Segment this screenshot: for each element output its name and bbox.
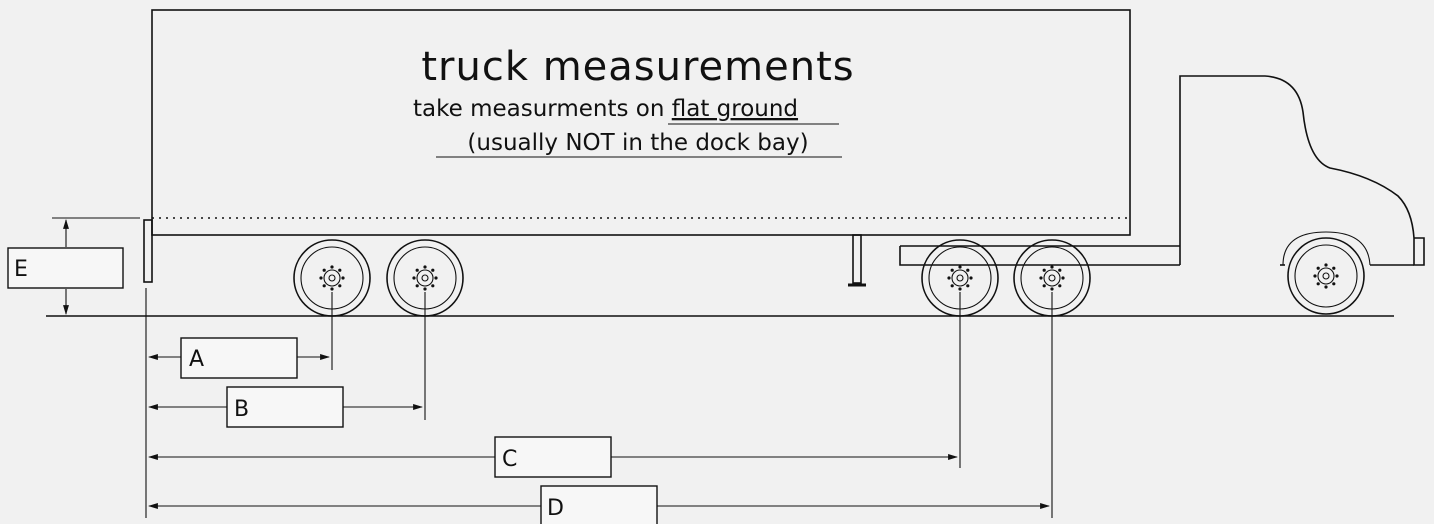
svg-text:take measurments on flat groun: take measurments on flat ground — [413, 96, 798, 122]
dimension-a-box[interactable] — [180, 337, 298, 379]
steer-wheel — [1287, 237, 1365, 315]
dimension-a: A — [148, 337, 330, 379]
dimension-d-label: D — [547, 496, 564, 521]
dimension-c-label: C — [502, 447, 517, 472]
dimension-d: D — [148, 485, 1050, 524]
tractor-cab — [899, 75, 1425, 266]
dimension-e-box[interactable] — [7, 247, 124, 289]
subtitle-prefix: take measurments on — [413, 96, 672, 122]
subtitle-line2: (usually NOT in the dock bay) — [467, 130, 808, 156]
dimension-e-label: E — [14, 257, 28, 282]
diagram-heading: truck measurements take measurments on f… — [413, 44, 854, 158]
dimension-c-box[interactable] — [494, 436, 612, 478]
dimension-a-label: A — [189, 347, 204, 372]
dimension-b: B — [148, 386, 423, 428]
dimension-e: E — [7, 219, 124, 315]
dimension-c: C — [148, 436, 958, 478]
landing-gear — [848, 234, 866, 287]
witness-lines — [52, 217, 1053, 518]
dimension-b-label: B — [234, 397, 249, 422]
dimension-b-box[interactable] — [226, 386, 344, 428]
dimension-d-box[interactable] — [540, 485, 658, 524]
title-text: truck measurements — [421, 44, 854, 90]
trailer-body — [143, 9, 1131, 283]
subtitle-underlined: flat ground — [672, 96, 798, 122]
